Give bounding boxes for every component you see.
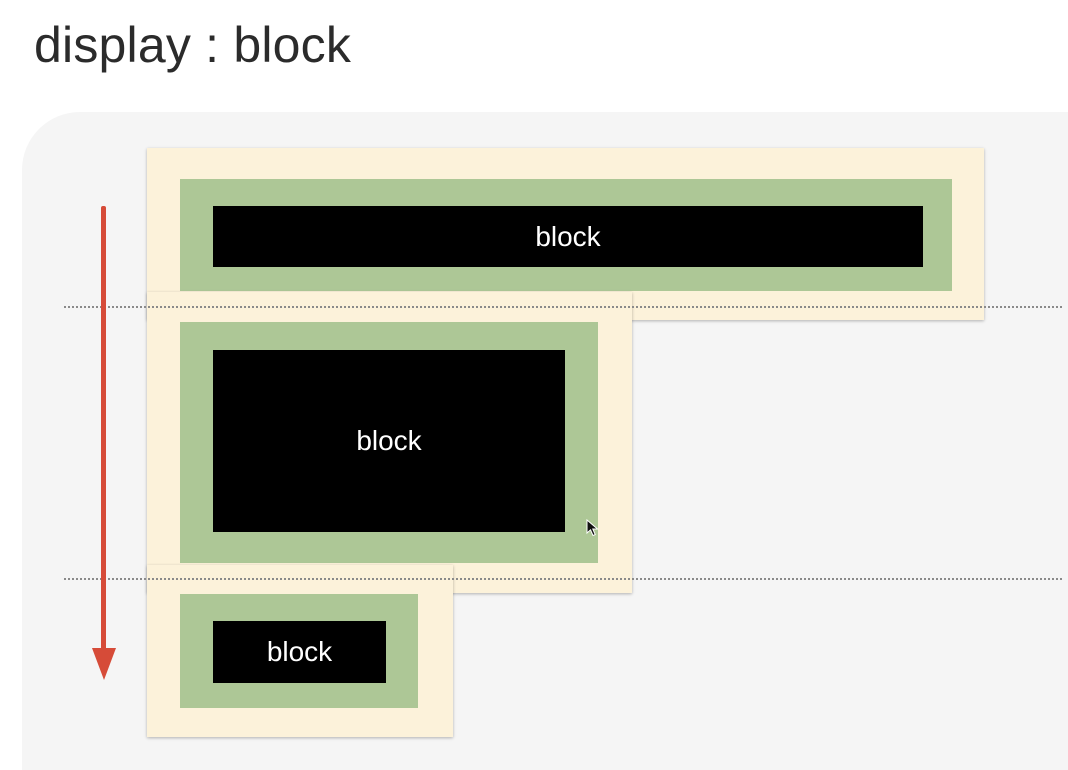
- block-2-label: block: [356, 425, 422, 456]
- down-arrow-head: [92, 648, 116, 680]
- block-3-content-box: block: [213, 621, 386, 683]
- cursor-icon: [586, 519, 599, 537]
- block-1-label: block: [535, 220, 601, 252]
- down-arrow-icon: [101, 206, 106, 656]
- block-3-label: block: [266, 636, 333, 667]
- block-1-content-box: block: [213, 206, 923, 267]
- page-title: display : block: [34, 17, 352, 73]
- dotted-separator-1: [64, 306, 1062, 308]
- block-2-content-box: block: [213, 350, 565, 532]
- dotted-separator-2: [64, 578, 1062, 580]
